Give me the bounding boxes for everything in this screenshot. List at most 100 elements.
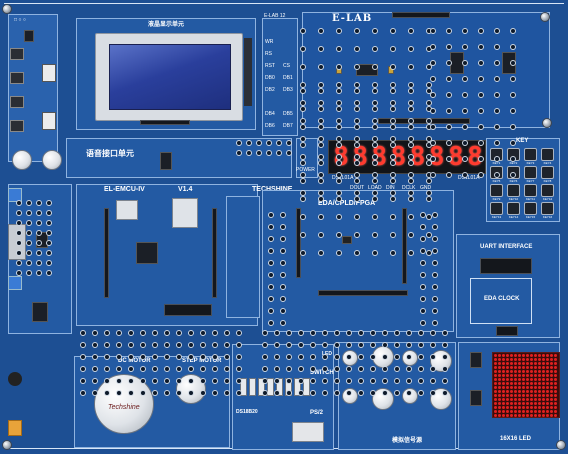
test-hole[interactable] (336, 106, 342, 112)
test-hole[interactable] (268, 248, 274, 254)
test-hole[interactable] (236, 140, 242, 146)
test-hole[interactable] (408, 172, 414, 178)
test-hole[interactable] (432, 272, 438, 278)
key-button-8[interactable] (541, 166, 554, 179)
test-hole[interactable] (390, 82, 396, 88)
test-hole[interactable] (354, 64, 360, 70)
test-hole[interactable] (46, 230, 52, 236)
test-hole[interactable] (224, 354, 230, 360)
test-hole[interactable] (300, 196, 306, 202)
test-hole[interactable] (318, 250, 324, 256)
test-hole[interactable] (268, 284, 274, 290)
test-hole[interactable] (390, 154, 396, 160)
test-hole[interactable] (430, 28, 436, 34)
test-hole[interactable] (426, 250, 432, 256)
test-hole[interactable] (286, 140, 292, 146)
test-hole[interactable] (390, 160, 396, 166)
test-hole[interactable] (394, 390, 400, 396)
test-hole[interactable] (318, 82, 324, 88)
test-hole[interactable] (104, 330, 110, 336)
test-hole[interactable] (334, 330, 340, 336)
test-hole[interactable] (394, 342, 400, 348)
test-hole[interactable] (336, 82, 342, 88)
test-hole[interactable] (336, 232, 342, 238)
test-hole[interactable] (372, 64, 378, 70)
test-hole[interactable] (358, 366, 364, 372)
test-hole[interactable] (262, 390, 268, 396)
test-hole[interactable] (92, 366, 98, 372)
test-hole[interactable] (322, 342, 328, 348)
test-hole[interactable] (236, 366, 242, 372)
test-hole[interactable] (318, 196, 324, 202)
test-hole[interactable] (298, 342, 304, 348)
key-button-12[interactable] (541, 184, 554, 197)
ps2-port[interactable] (292, 422, 324, 442)
test-hole[interactable] (176, 354, 182, 360)
test-hole[interactable] (26, 230, 32, 236)
test-hole[interactable] (16, 270, 22, 276)
test-hole[interactable] (354, 136, 360, 142)
test-hole[interactable] (256, 140, 262, 146)
test-hole[interactable] (390, 178, 396, 184)
test-hole[interactable] (390, 172, 396, 178)
test-hole[interactable] (152, 342, 158, 348)
test-hole[interactable] (408, 28, 414, 34)
test-hole[interactable] (310, 366, 316, 372)
test-hole[interactable] (494, 124, 500, 130)
test-hole[interactable] (212, 354, 218, 360)
test-hole[interactable] (462, 172, 468, 178)
test-hole[interactable] (224, 342, 230, 348)
test-hole[interactable] (408, 190, 414, 196)
test-hole[interactable] (310, 378, 316, 384)
test-hole[interactable] (406, 390, 412, 396)
test-hole[interactable] (318, 46, 324, 52)
test-hole[interactable] (420, 296, 426, 302)
test-hole[interactable] (300, 190, 306, 196)
test-hole[interactable] (462, 44, 468, 50)
test-hole[interactable] (408, 64, 414, 70)
test-hole[interactable] (354, 88, 360, 94)
test-hole[interactable] (80, 390, 86, 396)
test-hole[interactable] (494, 140, 500, 146)
test-hole[interactable] (212, 390, 218, 396)
test-hole[interactable] (104, 390, 110, 396)
test-hole[interactable] (432, 212, 438, 218)
switch-block-2[interactable] (42, 112, 56, 130)
test-hole[interactable] (46, 200, 52, 206)
test-hole[interactable] (354, 124, 360, 130)
test-hole[interactable] (510, 92, 516, 98)
test-hole[interactable] (372, 214, 378, 220)
test-hole[interactable] (408, 88, 414, 94)
test-hole[interactable] (16, 210, 22, 216)
test-hole[interactable] (318, 142, 324, 148)
test-hole[interactable] (92, 354, 98, 360)
test-hole[interactable] (298, 354, 304, 360)
test-hole[interactable] (372, 100, 378, 106)
test-hole[interactable] (432, 284, 438, 290)
test-hole[interactable] (310, 390, 316, 396)
test-hole[interactable] (286, 390, 292, 396)
test-hole[interactable] (408, 118, 414, 124)
test-hole[interactable] (354, 142, 360, 148)
test-hole[interactable] (358, 378, 364, 384)
test-hole[interactable] (408, 232, 414, 238)
jack-1[interactable] (10, 48, 24, 60)
test-hole[interactable] (262, 378, 268, 384)
test-hole[interactable] (164, 330, 170, 336)
test-hole[interactable] (280, 212, 286, 218)
test-hole[interactable] (426, 232, 432, 238)
test-hole[interactable] (224, 330, 230, 336)
test-hole[interactable] (432, 248, 438, 254)
test-hole[interactable] (346, 342, 352, 348)
test-hole[interactable] (462, 156, 468, 162)
test-hole[interactable] (246, 150, 252, 156)
test-hole[interactable] (104, 342, 110, 348)
test-hole[interactable] (372, 178, 378, 184)
test-hole[interactable] (318, 28, 324, 34)
test-hole[interactable] (510, 60, 516, 66)
test-hole[interactable] (310, 354, 316, 360)
test-hole[interactable] (274, 330, 280, 336)
test-hole[interactable] (200, 330, 206, 336)
test-hole[interactable] (334, 390, 340, 396)
test-hole[interactable] (300, 46, 306, 52)
